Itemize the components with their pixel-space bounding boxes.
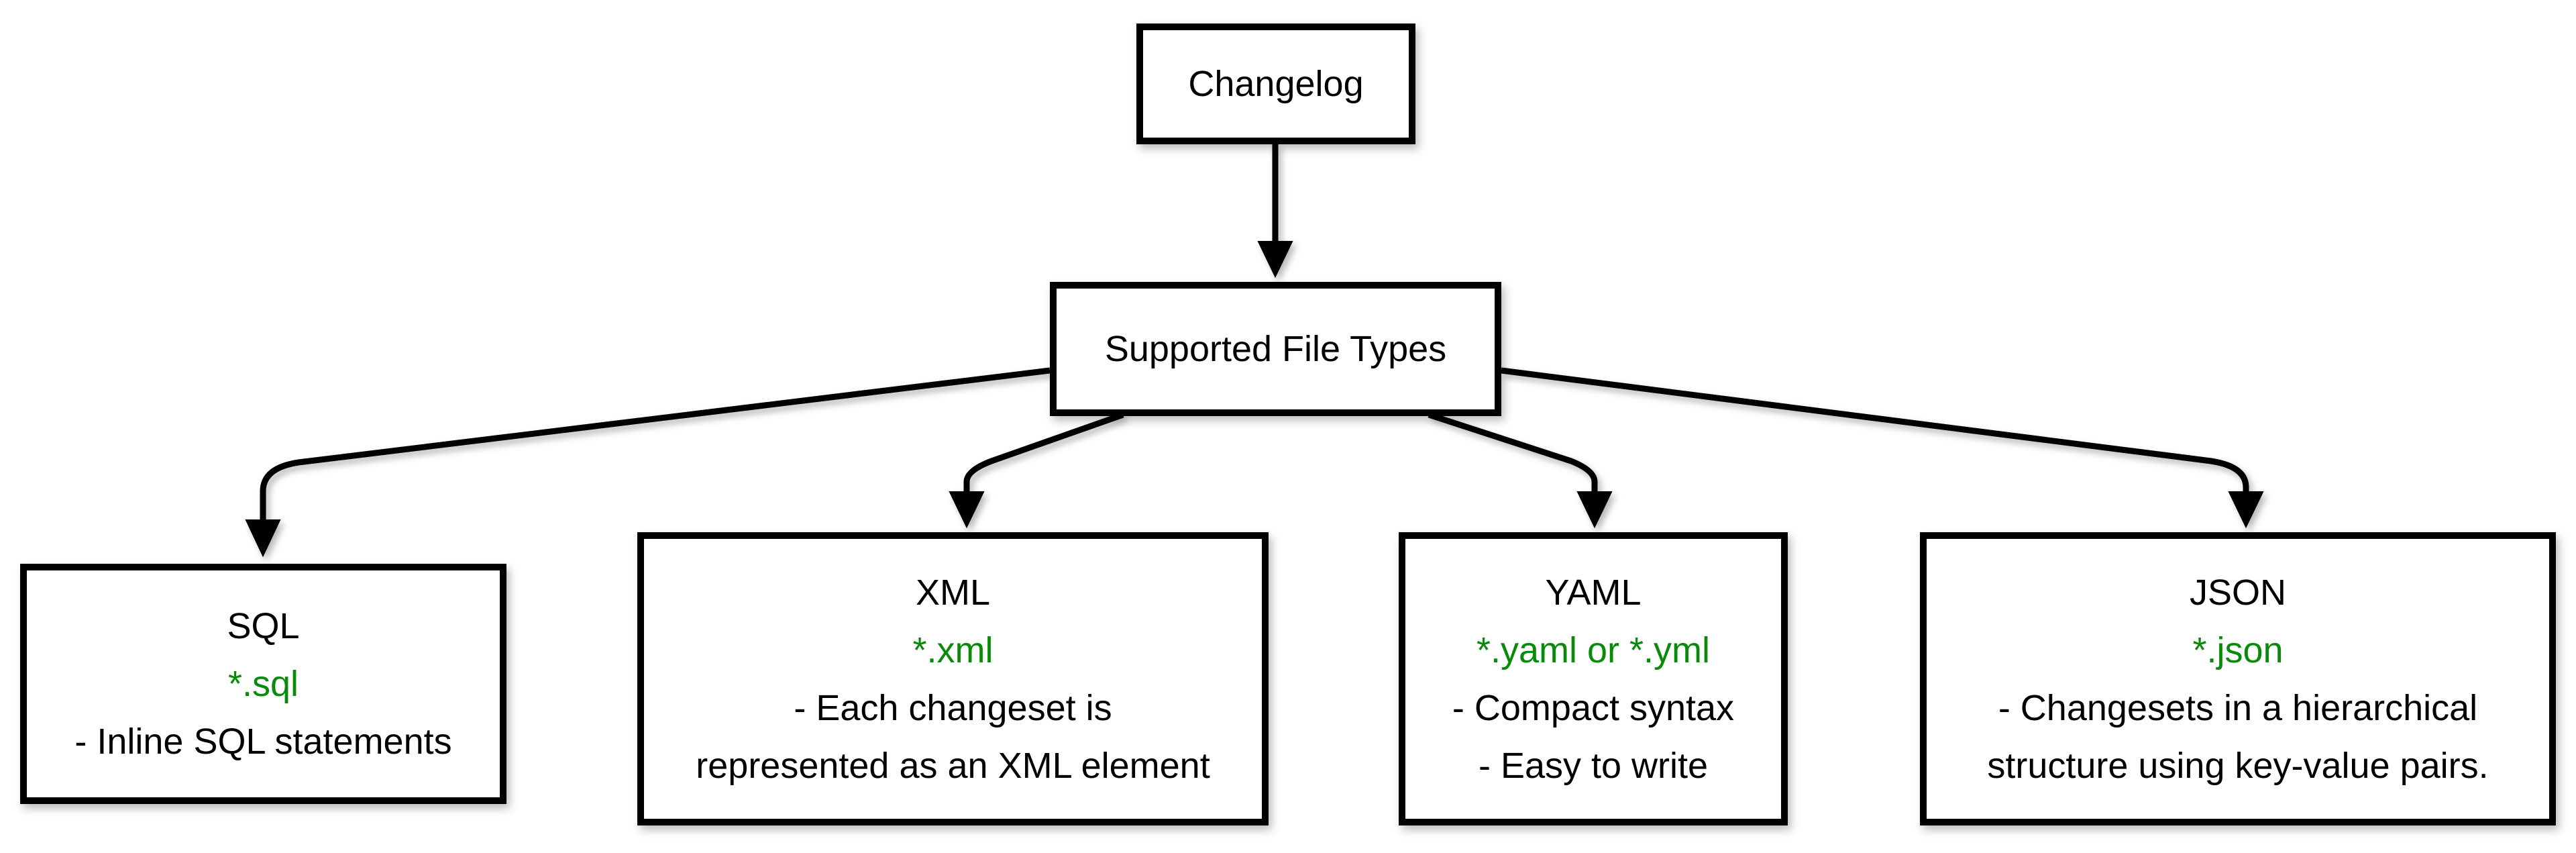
changelog-label: Changelog xyxy=(1188,64,1364,104)
supported-file-types-label: Supported File Types xyxy=(1104,329,1447,369)
node-title: SQL xyxy=(227,606,300,646)
sql-node: SQL *.sql - Inline SQL statements xyxy=(20,564,506,804)
file-pattern: *.yaml or *.yml xyxy=(1476,630,1711,670)
node-title: XML xyxy=(915,572,991,613)
node-title: YAML xyxy=(1545,572,1642,613)
node-description-line: - Compact syntax xyxy=(1452,687,1735,728)
node-description-line: - Changesets in a hierarchical xyxy=(1998,687,2478,728)
node-description-line: structure using key-value pairs. xyxy=(1987,745,2489,786)
xml-node: XML *.xml - Each changeset is represente… xyxy=(637,532,1269,825)
yaml-node: YAML *.yaml or *.yml - Compact syntax - … xyxy=(1399,532,1788,825)
node-description-line: - Each changeset is xyxy=(794,687,1112,728)
arrow-hub-to-yaml xyxy=(1428,411,1613,529)
arrow-hub-to-sql xyxy=(245,367,1051,558)
arrow-changelog-to-hub xyxy=(1257,144,1293,279)
changelog-node: Changelog xyxy=(1136,23,1415,144)
arrow-hub-to-xml xyxy=(949,411,1124,529)
node-description-line: - Inline SQL statements xyxy=(74,721,452,762)
node-description-line: represented as an XML element xyxy=(696,745,1210,786)
supported-file-types-node: Supported File Types xyxy=(1050,282,1501,416)
json-node: JSON *.json - Changesets in a hierarchic… xyxy=(1920,532,2556,825)
file-pattern: *.sql xyxy=(227,664,299,704)
file-pattern: *.xml xyxy=(912,630,994,670)
node-description-line: - Easy to write xyxy=(1478,745,1709,786)
arrow-hub-to-json xyxy=(1501,367,2264,529)
file-pattern: *.json xyxy=(2192,630,2284,670)
node-title: JSON xyxy=(2189,572,2287,613)
